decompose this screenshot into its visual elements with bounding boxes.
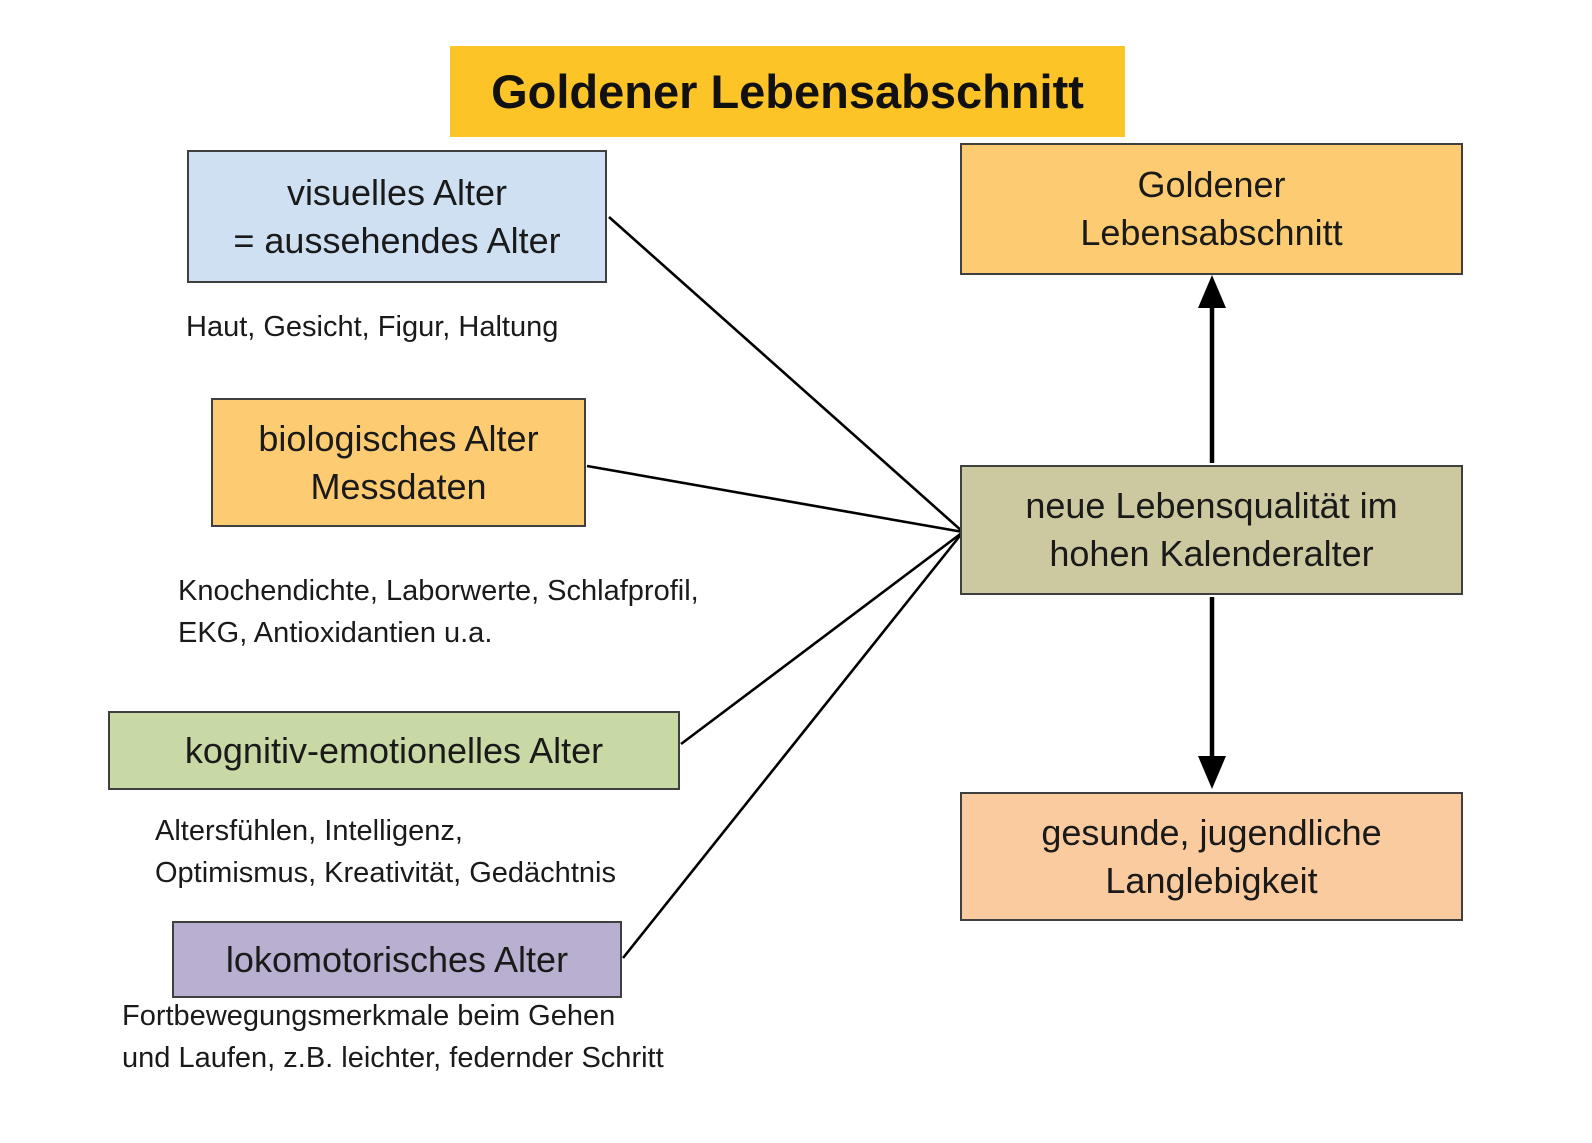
connector-line-cognitive <box>680 530 964 746</box>
caption-locomotor-age: Fortbewegungsmerkmale beim Gehen und Lau… <box>122 995 664 1079</box>
caption-cognitive-line2: Optimismus, Kreativität, Gedächtnis <box>155 857 616 890</box>
node-biological-age-line2: Messdaten <box>310 465 487 507</box>
node-locomotor-age: lokomotorisches Alter <box>172 921 622 998</box>
node-visual-age: visuelles Alter = aussehendes Alter <box>187 150 607 283</box>
arrow-down-head-icon <box>1198 756 1226 789</box>
node-visual-age-line1: visuelles Alter <box>286 171 508 213</box>
caption-biological-line2: EKG, Antioxidantien u.a. <box>178 617 493 650</box>
connector-line-locomotor <box>621 531 965 959</box>
node-golden-phase-line2: Lebensabschnitt <box>1080 212 1343 253</box>
caption-locomotor-line1: Fortbewegungsmerkmale beim Gehen <box>122 1000 616 1032</box>
node-visual-age-line2: = aussehendes Alter <box>233 219 561 261</box>
node-locomotor-label: lokomotorisches Alter <box>225 938 569 980</box>
node-longevity-line1: gesunde, jugendliche <box>1041 811 1382 853</box>
node-golden-phase: Goldener Lebensabschnitt <box>960 143 1463 275</box>
caption-biological-age: Knochendichte, Laborwerte, Schlafprofil,… <box>178 570 699 654</box>
node-cognitive-emotional-age: kognitiv-emotionelles Alter <box>108 711 680 790</box>
node-biological-age: biologisches Alter Messdaten <box>211 398 586 527</box>
node-longevity-line2: Langlebigkeit <box>1105 859 1318 901</box>
caption-cognitive-emotional-age: Altersfühlen, Intelligenz, Optimismus, K… <box>155 810 616 894</box>
title-banner: Goldener Lebensabschnitt <box>450 46 1125 137</box>
connector-line-visual <box>608 216 964 533</box>
node-cognitive-emotional-label: kognitiv-emotionelles Alter <box>184 729 604 771</box>
arrow-up-head-icon <box>1198 275 1226 308</box>
node-longevity: gesunde, jugendliche Langlebigkeit <box>960 792 1463 921</box>
node-biological-age-line1: biologisches Alter <box>258 417 539 459</box>
connector-line-biological <box>586 464 964 534</box>
node-new-quality-line1: neue Lebensqualität im <box>1025 485 1398 527</box>
node-new-quality-line2: hohen Kalenderalter <box>1049 533 1374 574</box>
node-golden-phase-line1: Goldener <box>1137 164 1286 206</box>
caption-visual-age: Haut, Gesicht, Figur, Haltung <box>186 311 559 343</box>
caption-cognitive-line1: Altersfühlen, Intelligenz, <box>155 815 463 847</box>
caption-biological-line1: Knochendichte, Laborwerte, Schlafprofil, <box>178 575 699 607</box>
node-new-quality: neue Lebensqualität im hohen Kalenderalt… <box>960 465 1463 595</box>
caption-locomotor-line2: und Laufen, z.B. leichter, federnder Sch… <box>122 1042 664 1075</box>
